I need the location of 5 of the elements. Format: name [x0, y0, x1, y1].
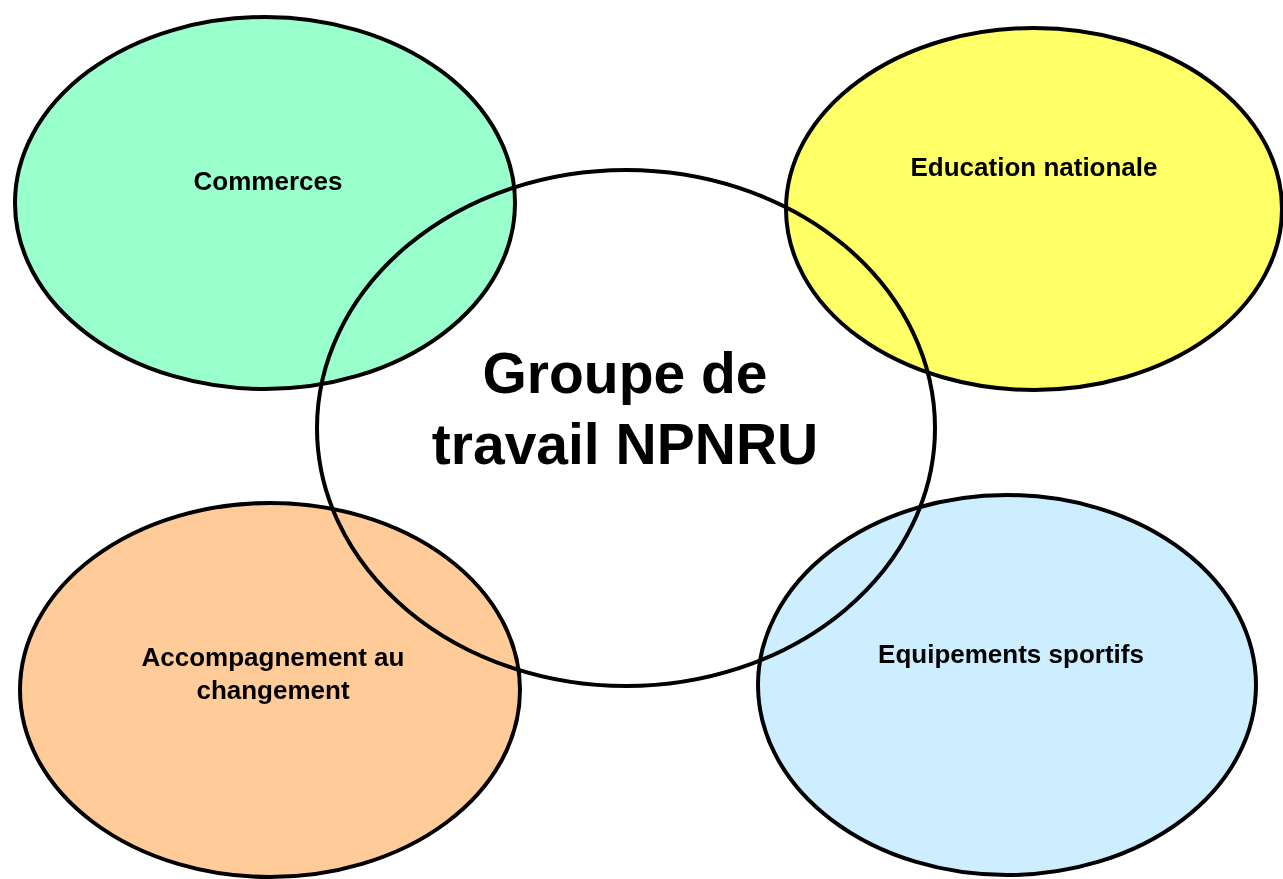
- group-title: Groupe de travail NPNRU: [430, 340, 820, 479]
- topic-label: Accompagnement au changement: [140, 641, 406, 706]
- topic-label: Education nationale: [909, 151, 1159, 184]
- topic-label: Commerces: [192, 165, 344, 198]
- topic-label: Equipements sportifs: [877, 638, 1145, 671]
